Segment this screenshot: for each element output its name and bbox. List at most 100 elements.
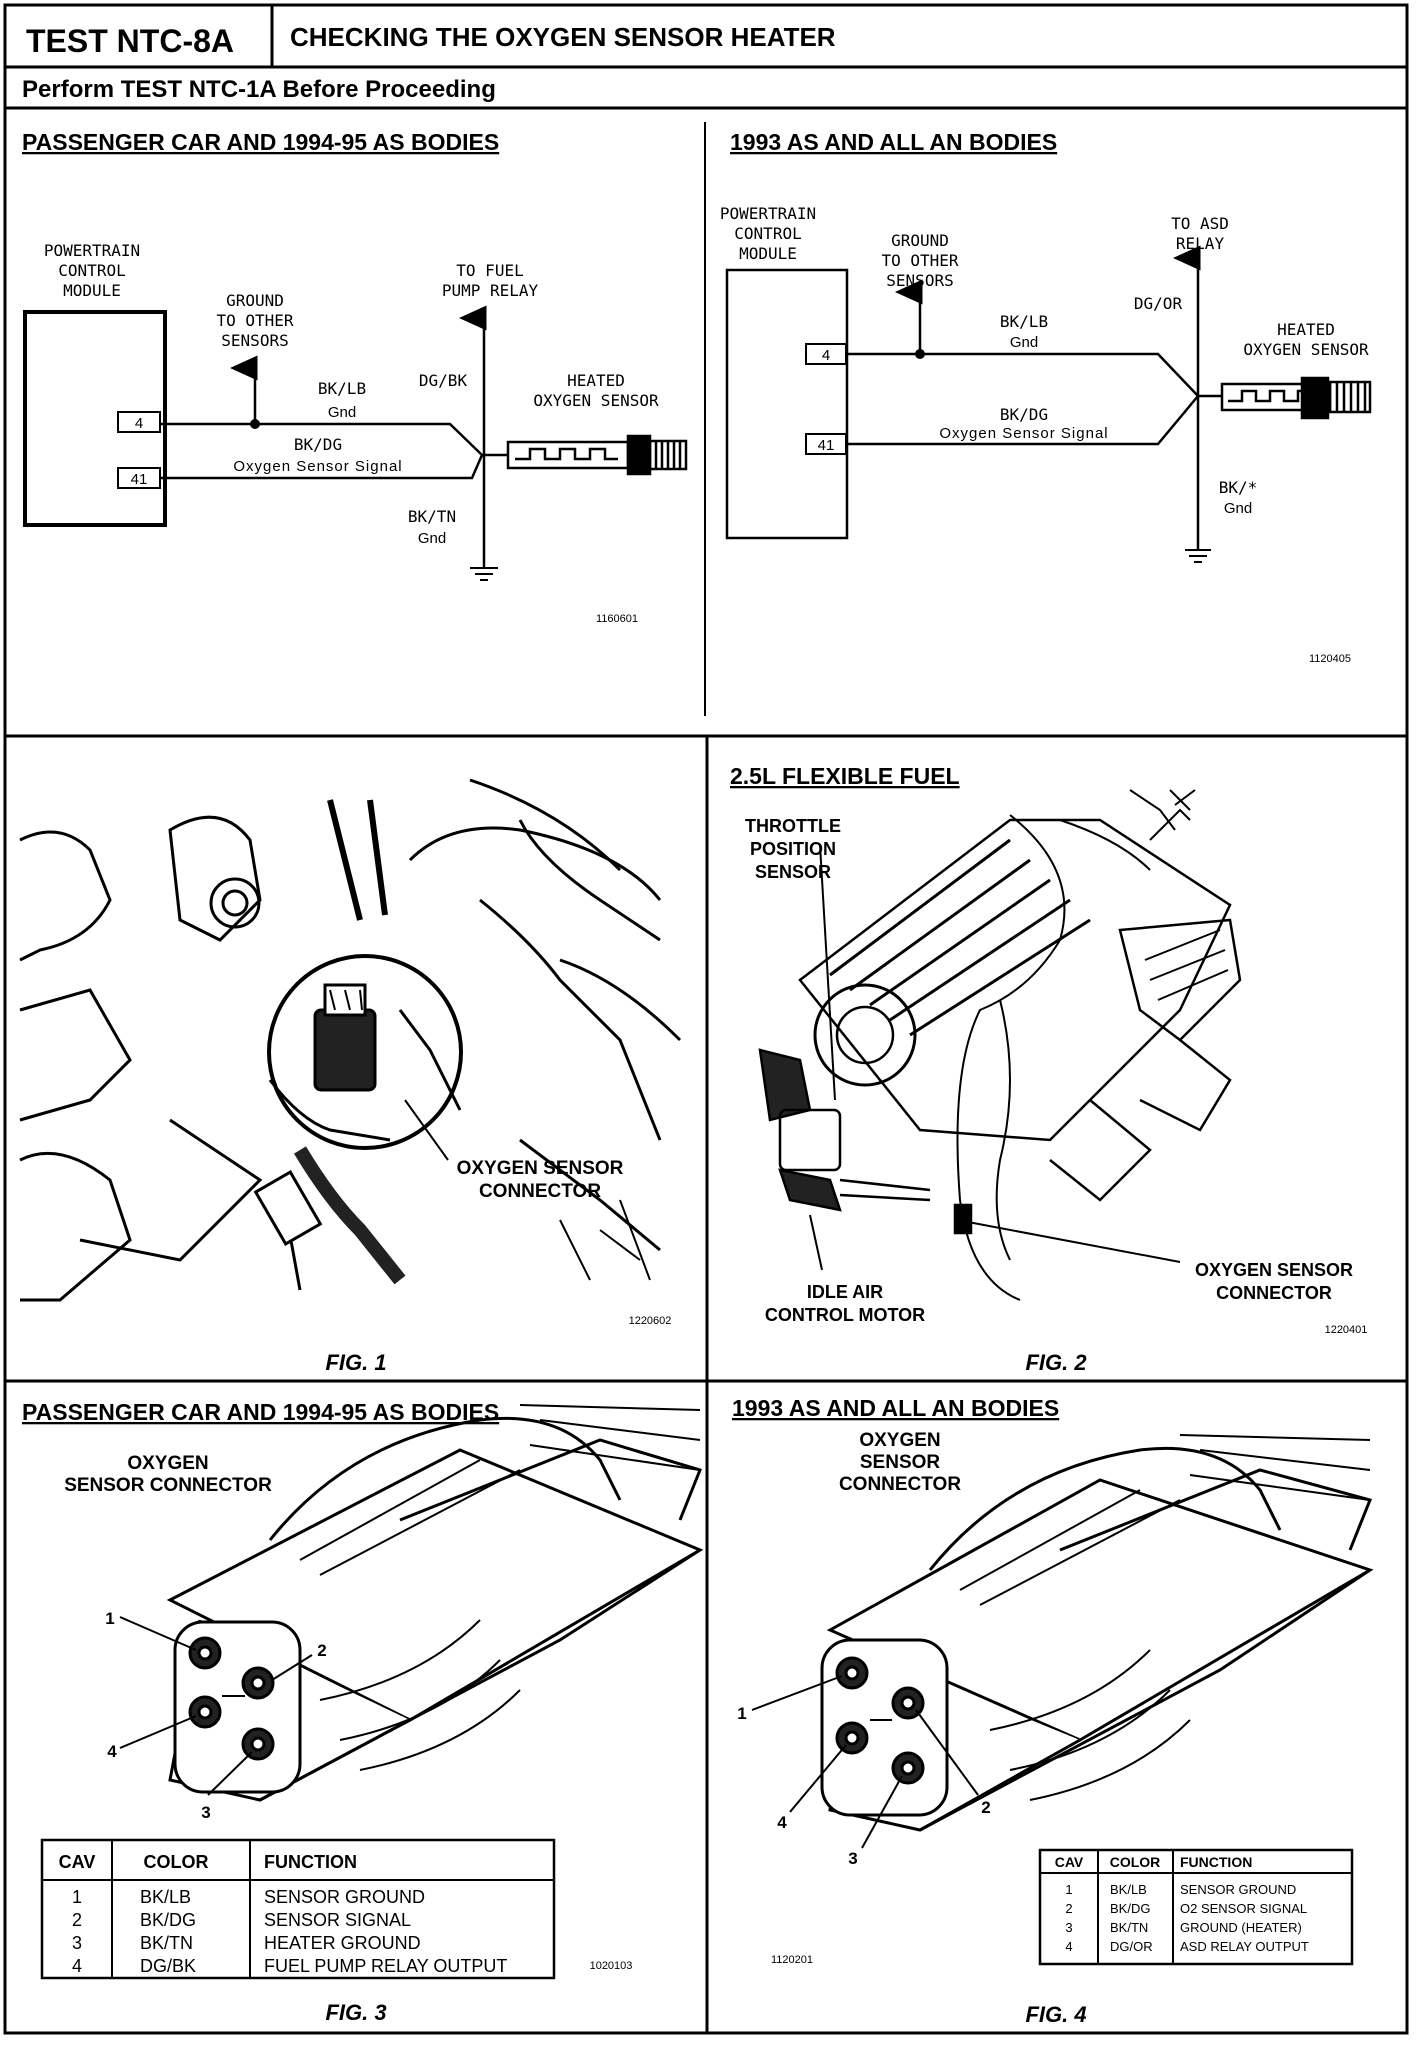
figure-number: 1220401 (1325, 1324, 1368, 1336)
wire-color: DG/BK (419, 371, 468, 390)
pin-label: 41 (131, 471, 148, 488)
fig4-heading: 1993 AS AND ALL AN BODIES (732, 1395, 1059, 1421)
fig3-connector-label: SENSOR CONNECTOR (64, 1475, 272, 1496)
svg-text:BK/LB: BK/LB (1110, 1882, 1147, 1897)
pcm-label: POWERTRAIN (720, 204, 816, 223)
wire-color: BK/DG (294, 435, 342, 454)
table-header: CAV (1055, 1854, 1084, 1870)
fig1-label: OXYGEN SENSOR (457, 1158, 624, 1179)
sensor-label: HEATED (567, 371, 625, 390)
fig2-label-iac: CONTROL MOTOR (765, 1305, 925, 1325)
fig2-label-o2: CONNECTOR (1216, 1283, 1332, 1303)
table-header: COLOR (1110, 1854, 1161, 1870)
fig-caption: FIG. 2 (1025, 1350, 1087, 1375)
figure-number: 1020103 (590, 1960, 633, 1972)
heated-oxygen-sensor-icon (506, 434, 688, 476)
fig3-connector-label: OXYGEN (127, 1453, 208, 1474)
svg-text:1: 1 (1065, 1882, 1072, 1897)
connector-drawing (166, 1404, 704, 1802)
svg-text:3: 3 (72, 1933, 82, 1953)
fig1-illustration (19, 778, 682, 1302)
pcm-label: MODULE (63, 281, 121, 300)
table-header: CAV (59, 1852, 96, 1872)
sensor-label: OXYGEN SENSOR (533, 391, 659, 410)
ground-symbol (470, 567, 498, 581)
fig-caption: FIG. 3 (325, 2000, 386, 2025)
wire-function: Gnd (418, 530, 446, 547)
svg-text:O2 SENSOR SIGNAL: O2 SENSOR SIGNAL (1180, 1901, 1307, 1916)
svg-text:SENSOR SIGNAL: SENSOR SIGNAL (264, 1910, 411, 1930)
table-row: 3 BK/TN HEATER GROUND (72, 1933, 421, 1953)
pin-number: 2 (981, 1798, 990, 1817)
fig2-label-o2: OXYGEN SENSOR (1195, 1260, 1353, 1280)
cavity-table: CAV COLOR FUNCTION 1 BK/LB SENSOR GROUND… (40, 1838, 556, 1980)
table-row: 1 BK/LB SENSOR GROUND (1065, 1882, 1296, 1897)
wire-function: Gnd (1010, 334, 1038, 351)
panel-heading: PASSENGER CAR AND 1994-95 AS BODIES (22, 129, 499, 155)
ground-symbol (1185, 549, 1211, 563)
svg-text:DG/OR: DG/OR (1110, 1939, 1153, 1954)
svg-text:BK/TN: BK/TN (1110, 1920, 1148, 1935)
pin-number: 4 (777, 1813, 787, 1832)
fig3-heading: PASSENGER CAR AND 1994-95 AS BODIES (22, 1399, 499, 1425)
ground-label: TO OTHER (216, 311, 293, 330)
pcm-label: MODULE (739, 244, 797, 263)
relay-label: RELAY (1176, 234, 1225, 253)
fig-caption: FIG. 1 (325, 1350, 386, 1375)
fig-caption: FIG. 4 (1025, 2002, 1086, 2027)
ground-label: GROUND (891, 231, 949, 250)
pin-number: 1 (737, 1704, 746, 1723)
svg-text:2: 2 (1065, 1901, 1072, 1916)
page-title: CHECKING THE OXYGEN SENSOR HEATER (290, 22, 836, 52)
wire-color: BK/TN (408, 507, 456, 526)
table-row: 2 BK/DG SENSOR SIGNAL (72, 1910, 411, 1930)
wire-color: BK/LB (1000, 312, 1048, 331)
pcm-label: POWERTRAIN (44, 241, 140, 260)
pin-number: 3 (848, 1849, 857, 1868)
wire-function: Oxygen Sensor Signal (233, 458, 402, 475)
pin-number: 3 (201, 1803, 210, 1822)
pin-number: 1 (105, 1609, 114, 1628)
pcm-box (725, 268, 849, 540)
wire-function: Gnd (328, 404, 356, 421)
fig4-connector-label: OXYGEN (859, 1430, 940, 1451)
connector-drawing (820, 1434, 1374, 1832)
fig2-heading: 2.5L FLEXIBLE FUEL (730, 763, 960, 789)
fig4-connector-label: CONNECTOR (839, 1474, 961, 1495)
svg-text:HEATER GROUND: HEATER GROUND (264, 1933, 421, 1953)
svg-text:BK/DG: BK/DG (1110, 1901, 1150, 1916)
pin-box (117, 411, 161, 433)
fig2-label-tps: THROTTLE (745, 816, 841, 836)
wire-function: Oxygen Sensor Signal (939, 425, 1108, 442)
sensor-label: HEATED (1277, 320, 1335, 339)
ground-label: SENSORS (221, 331, 288, 350)
pin-label: 4 (135, 415, 143, 432)
panel-heading: 1993 AS AND ALL AN BODIES (730, 129, 1057, 155)
fig2-label-iac: IDLE AIR (807, 1282, 883, 1302)
ground-label: GROUND (226, 291, 284, 310)
relay-label: TO FUEL (456, 261, 523, 280)
fig2-illustration (758, 789, 1242, 1301)
svg-text:ASD RELAY OUTPUT: ASD RELAY OUTPUT (1180, 1939, 1309, 1954)
pcm-label: CONTROL (734, 224, 801, 243)
ground-label: SENSORS (886, 271, 953, 290)
svg-text:2: 2 (72, 1910, 82, 1930)
figure-number: 1220602 (629, 1315, 672, 1327)
svg-text:3: 3 (1065, 1920, 1072, 1935)
pin-number: 2 (317, 1641, 326, 1660)
pin-callouts (119, 1616, 313, 1796)
table-header: FUNCTION (264, 1852, 357, 1872)
svg-text:BK/TN: BK/TN (140, 1933, 193, 1953)
table-header: FUNCTION (1180, 1854, 1252, 1870)
wire-color: BK/LB (318, 379, 366, 398)
svg-text:4: 4 (72, 1956, 82, 1976)
wires (846, 245, 1222, 550)
svg-text:BK/DG: BK/DG (140, 1910, 196, 1930)
ground-label: TO OTHER (881, 251, 958, 270)
pin-number: 4 (107, 1742, 117, 1761)
figure-number: 1120405 (1309, 653, 1351, 665)
fig1-label: CONNECTOR (479, 1181, 601, 1202)
svg-text:4: 4 (1065, 1939, 1072, 1954)
test-id: TEST NTC-8A (26, 23, 234, 59)
svg-text:BK/LB: BK/LB (140, 1887, 191, 1907)
